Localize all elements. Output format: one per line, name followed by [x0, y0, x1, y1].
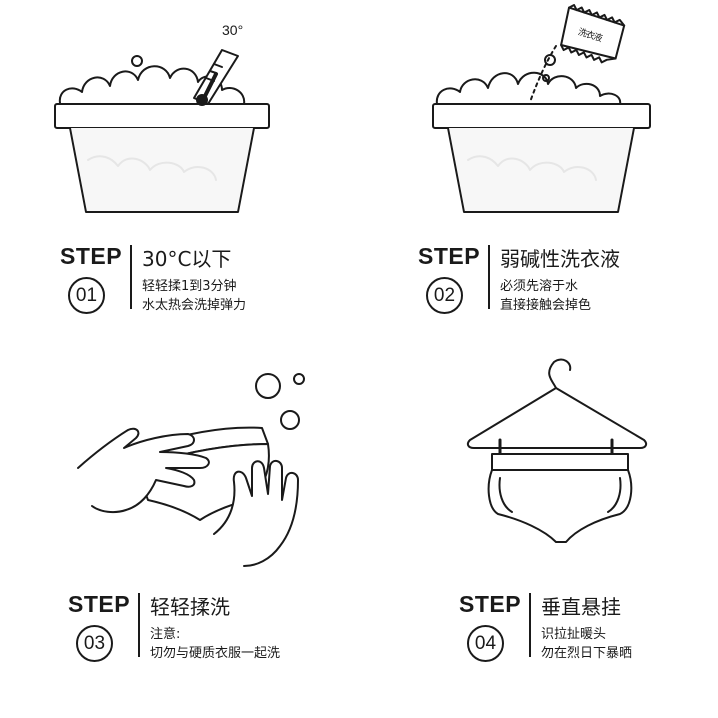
step-desc-line: 水太热会洗掉弹力 — [142, 298, 247, 313]
step-4-block: STEP 04 垂直悬挂 识拉扯暖头 勿在烈日下暴晒 — [459, 591, 718, 671]
step-desc-line: 直接接触会掉色 — [500, 298, 592, 313]
step-3-block: STEP 03 轻轻揉洗 注意: 切勿与硬质衣服一起洗 — [68, 591, 368, 671]
hanger-icon — [466, 358, 648, 460]
bubble — [293, 373, 305, 385]
step-title: 30°C以下 — [142, 247, 232, 271]
step-number-badge: 01 — [68, 277, 105, 314]
bubble — [280, 410, 300, 430]
step-word: STEP — [418, 243, 481, 269]
pour-stream — [529, 45, 557, 103]
step-title: 轻轻揉洗 — [150, 595, 230, 619]
basin-1 — [54, 55, 270, 213]
step-divider — [130, 245, 132, 309]
thermometer-icon — [193, 49, 239, 106]
hanging-briefs — [487, 453, 633, 543]
basin-2 — [432, 54, 651, 213]
step-1-block: STEP 01 30°C以下 轻轻揉1到3分钟 水太热会洗掉弹力 — [60, 243, 360, 323]
step-word: STEP — [459, 591, 522, 617]
step-description: 识拉扯暖头 勿在烈日下暴晒 — [541, 625, 632, 663]
step-number-badge: 02 — [426, 277, 463, 314]
bubble — [255, 373, 281, 399]
step-title: 弱碱性洗衣液 — [500, 247, 620, 271]
step-divider — [529, 593, 531, 657]
step-word: STEP — [68, 591, 131, 617]
step-title: 垂直悬挂 — [541, 595, 621, 619]
step-number-badge: 04 — [467, 625, 504, 662]
step-desc-line: 必须先溶于水 — [500, 279, 579, 294]
step-description: 注意: 切勿与硬质衣服一起洗 — [150, 625, 280, 663]
detergent-packet-label: 洗衣液 — [576, 27, 603, 45]
step-divider — [138, 593, 140, 657]
step-desc-line: 识拉扯暖头 — [541, 627, 607, 642]
step-desc-line: 勿在烈日下暴晒 — [541, 646, 633, 661]
briefs-washing — [144, 426, 270, 521]
step-word: STEP — [60, 243, 123, 269]
step-desc-line: 切勿与硬质衣服一起洗 — [150, 646, 281, 661]
step-divider — [488, 245, 490, 309]
step-number-badge: 03 — [76, 625, 113, 662]
right-hand-icon — [213, 460, 299, 567]
thermometer-label: 30° — [222, 22, 244, 38]
step-description: 轻轻揉1到3分钟 水太热会洗掉弹力 — [142, 277, 246, 315]
step-description: 必须先溶于水 直接接触会掉色 — [500, 277, 591, 315]
left-hand-icon — [77, 427, 210, 514]
step-desc-line: 轻轻揉1到3分钟 — [142, 279, 237, 294]
step-2-block: STEP 02 弱碱性洗衣液 必须先溶于水 直接接触会掉色 — [418, 243, 718, 323]
step-desc-line: 注意: — [150, 627, 181, 642]
